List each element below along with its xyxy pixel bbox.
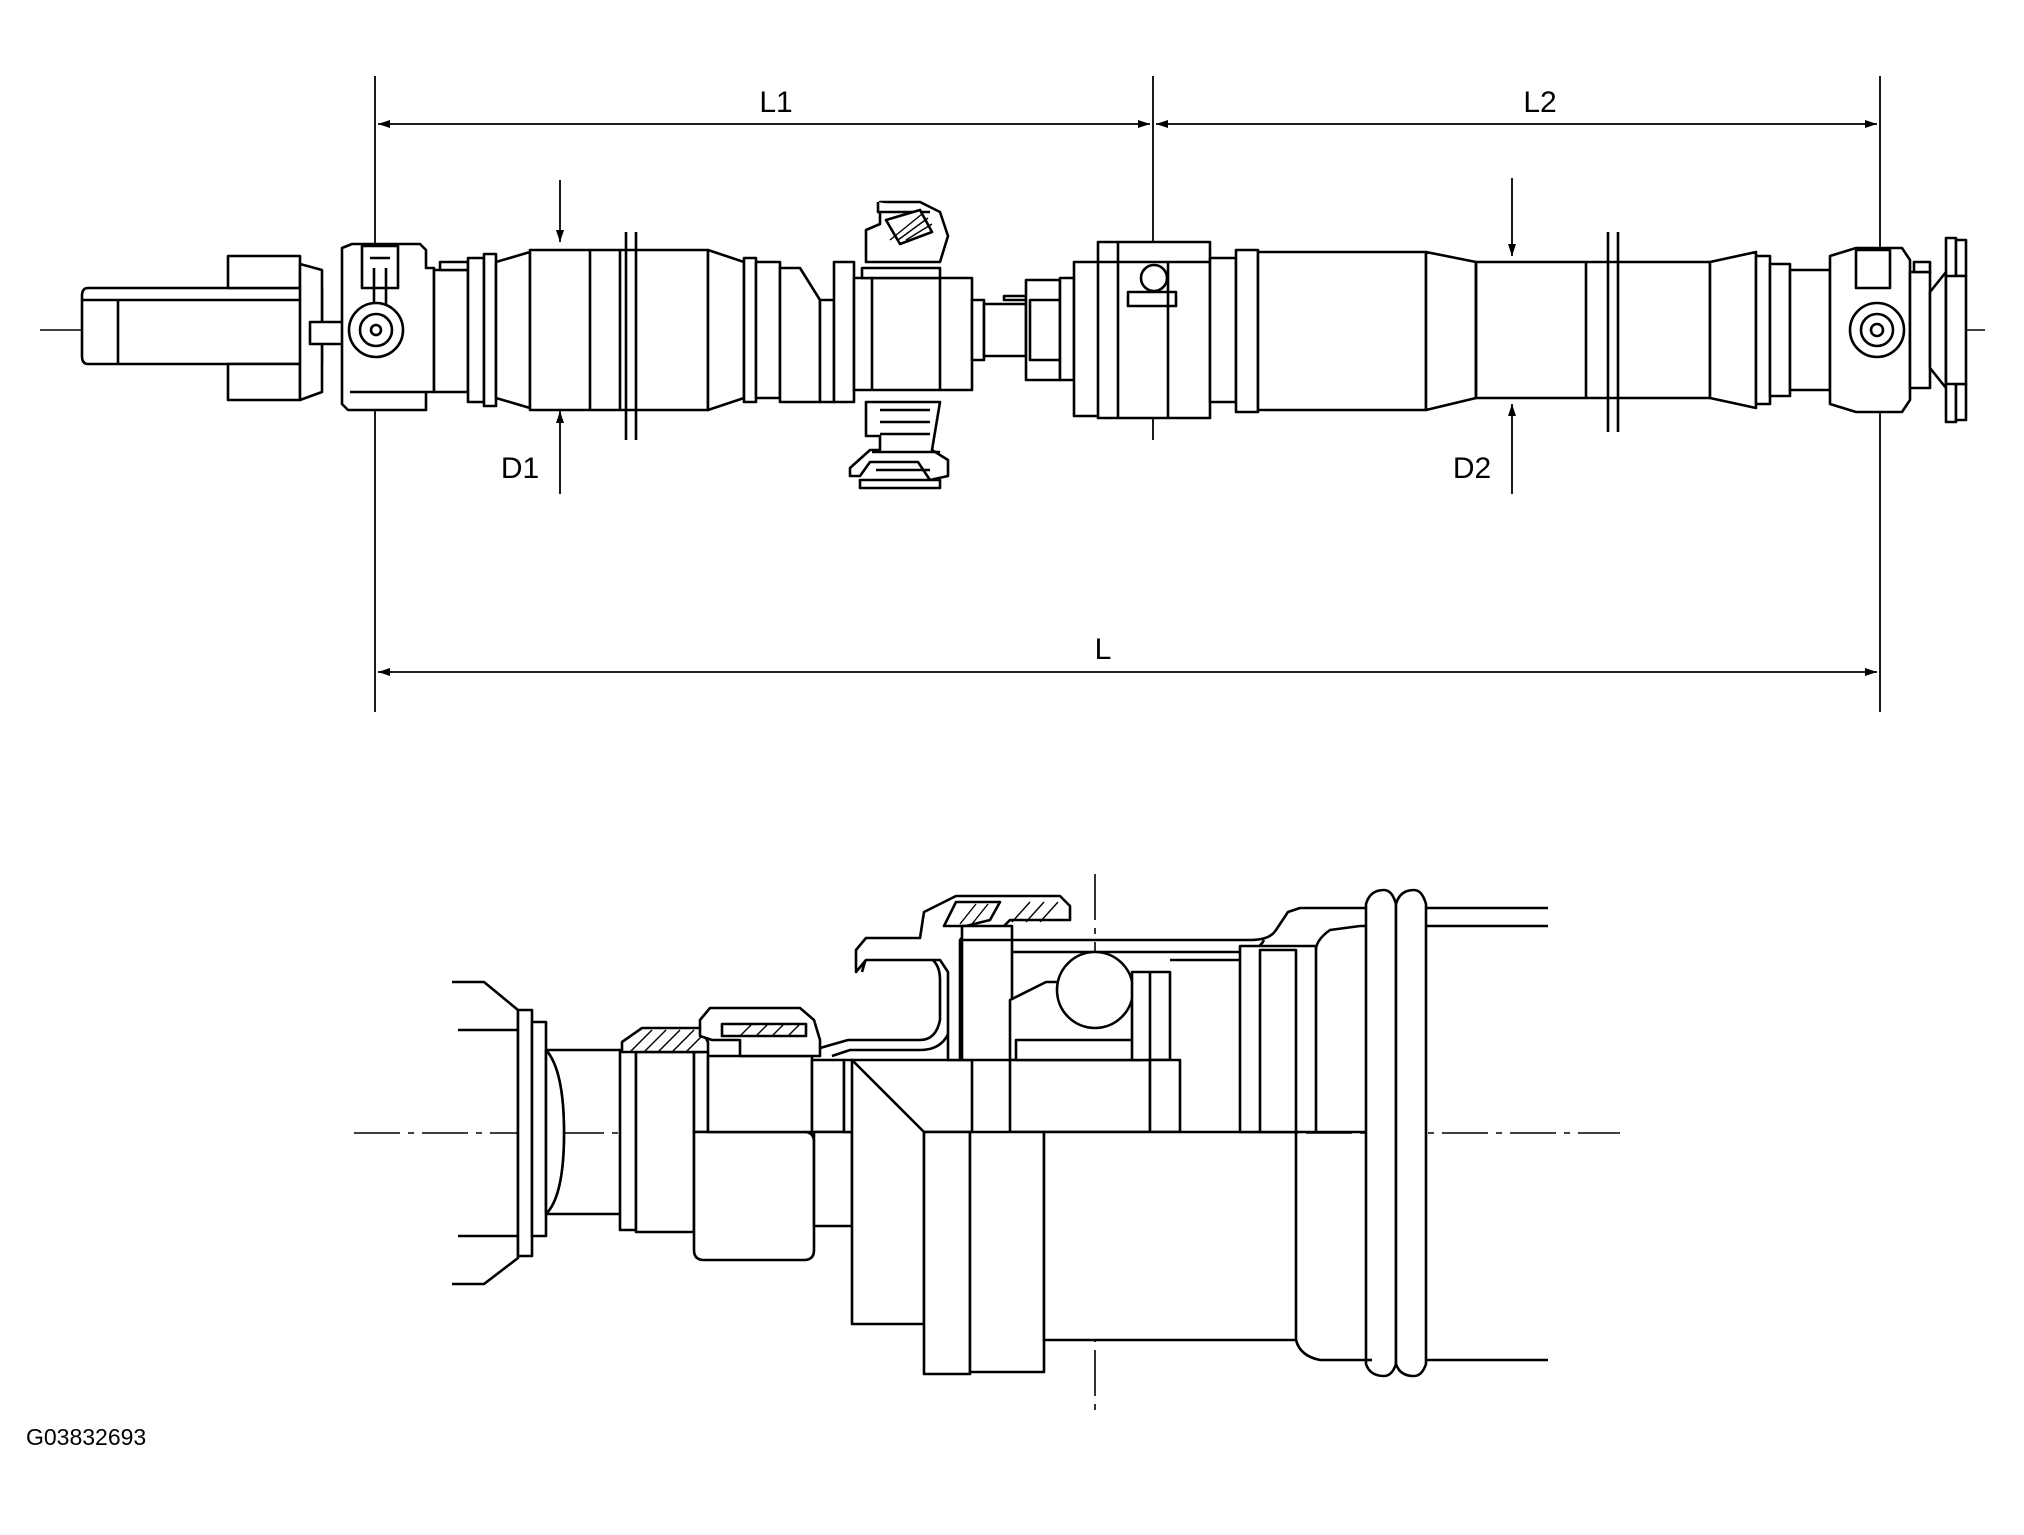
label-d2: D2 [1453, 452, 1491, 485]
label-l: L [1095, 633, 1112, 666]
detail-outer-housing [850, 888, 1548, 1378]
rear-shaft-tube [1256, 232, 1832, 432]
figure-code: G03832693 [26, 1424, 147, 1450]
rear-universal-joint [1828, 236, 1968, 424]
rear-joint-housing [1072, 240, 1260, 420]
detail-hub [618, 1048, 974, 1262]
label-l2: L2 [1523, 86, 1556, 119]
dimension-group: L1 L2 L D1 D2 [374, 76, 1881, 712]
shaft-assembly-view [40, 200, 1985, 490]
label-d1: D1 [501, 452, 539, 485]
center-bearing [832, 200, 974, 490]
front-universal-joint [340, 242, 470, 412]
front-shaft-tube [466, 232, 836, 440]
label-l1: L1 [759, 86, 792, 119]
center-bearing-detail-view [354, 874, 1620, 1412]
center-coupling [970, 276, 1076, 382]
front-sleeve-yoke [80, 254, 352, 402]
detail-bracket [854, 894, 1548, 1062]
detail-flange [452, 980, 620, 1286]
detail-ball-bearing [1008, 950, 1240, 1134]
detail-seal [620, 948, 954, 1058]
